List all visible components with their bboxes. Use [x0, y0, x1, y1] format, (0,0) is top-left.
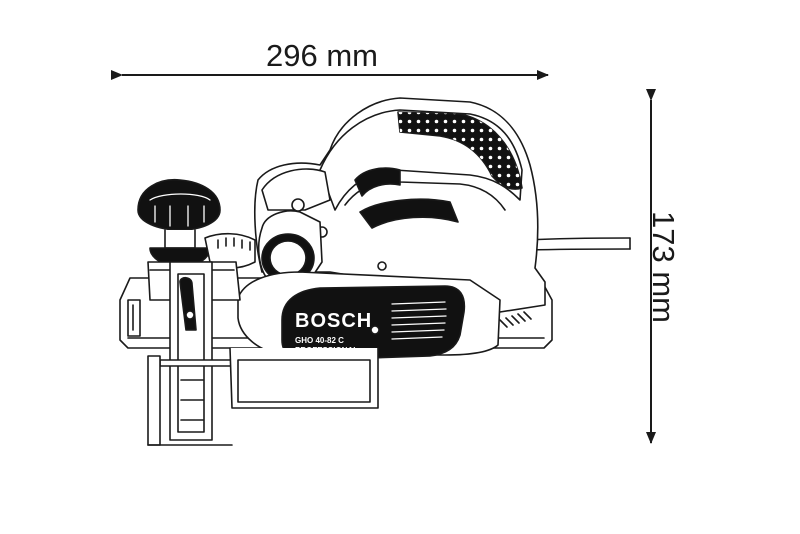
depth-adjust-knob: [137, 178, 256, 269]
rubber-grip: [397, 111, 523, 190]
parallel-guide: [159, 261, 233, 441]
width-dimension-label: 296 mm: [266, 38, 378, 73]
chip-ejector: [261, 168, 387, 271]
handle-trigger-area: [354, 167, 459, 229]
power-cable: [527, 237, 631, 251]
badge-vents: [391, 301, 447, 340]
model-label: GHO 40-82 C: [295, 336, 344, 345]
kickstand-foot: [147, 347, 379, 446]
brand-logo-text: BOSCH: [295, 310, 373, 332]
product-line-label: PROFESSIONAL: [295, 346, 359, 355]
rear-vents: [499, 311, 532, 328]
height-dimension-label: 173 mm: [646, 211, 681, 323]
depth-drum: [257, 210, 323, 283]
